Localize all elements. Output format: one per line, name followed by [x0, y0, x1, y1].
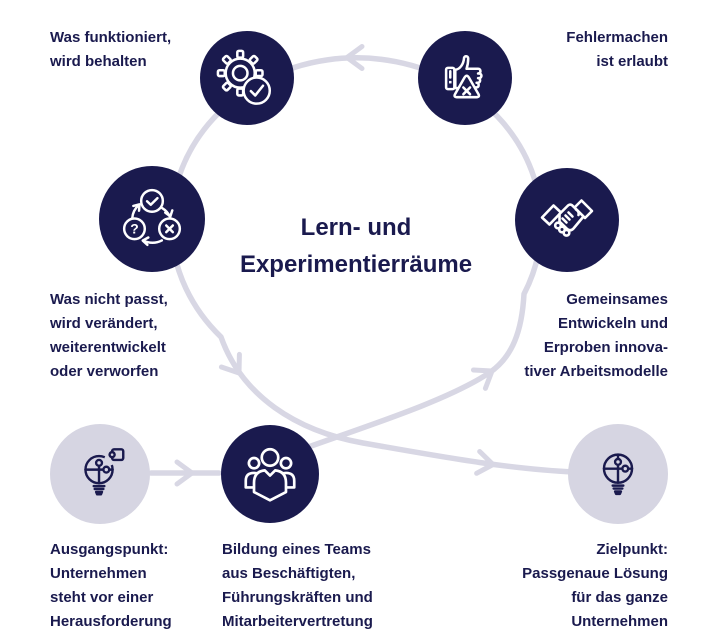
arrow-goal-icon [474, 449, 496, 476]
cycle-check-question-x-icon: ? [122, 188, 182, 247]
label-bottom-left: Ausgangspunkt: Unternehmen steht vor ein… [50, 538, 172, 634]
label-line: Erproben innova- [543, 339, 668, 356]
thumbs-up-warning-icon [444, 54, 483, 99]
label-top-right: Fehlermachen ist erlaubt [566, 26, 668, 74]
label-line: Entwickeln und [557, 315, 668, 332]
label-mid-left: Was nicht passt, wird verändert, weitere… [50, 288, 168, 384]
label-line: Führungskräften und [222, 589, 373, 606]
puzzle-bulb-incomplete-icon [84, 448, 125, 496]
label-bottom-right: Zielpunkt: Passgenaue Lösung für das gan… [522, 538, 668, 634]
label-line: Gemeinsames [566, 291, 668, 308]
node-goal-idea [568, 424, 668, 524]
arrow-exit-loop-icon [218, 351, 242, 376]
gear-check-icon [216, 49, 272, 105]
label-line: Mitarbeitervertretung [222, 613, 373, 630]
question-mark-glyph: ? [130, 221, 139, 237]
handshake-icon [540, 199, 594, 237]
node-gear-check [200, 31, 294, 125]
main-loop-path [168, 55, 577, 475]
title-line-1: Lern- und [300, 214, 412, 241]
label-line: weiterentwickelt [50, 339, 166, 356]
label-top-left: Was funktioniert, wird behalten [50, 26, 171, 74]
label-line: Fehlermachen [566, 29, 668, 46]
label-line: Bildung eines Teams [222, 541, 371, 558]
label-line: für das ganze [571, 589, 668, 606]
label-mid-right: Gemeinsames Entwickeln und Erproben inno… [524, 288, 668, 384]
label-line: Ausgangspunkt: [50, 541, 169, 558]
label-line: wird behalten [50, 53, 147, 70]
node-start-idea [50, 424, 150, 524]
arrow-enter-loop-icon [470, 367, 495, 391]
label-line: steht vor einer [50, 589, 154, 606]
arrow-start-icon [174, 459, 195, 487]
label-line: Was nicht passt, [50, 291, 168, 308]
diagram-title: Lern- und Experimentierräume [176, 209, 536, 283]
node-cycle-evaluate: ? [99, 166, 205, 272]
label-line: oder verworfen [50, 363, 159, 380]
label-line: Zielpunkt: [596, 541, 668, 558]
puzzle-bulb-complete-icon [602, 453, 634, 496]
label-bottom-center: Bildung eines Teams aus Beschäftigten, F… [222, 538, 373, 634]
label-line: aus Beschäftigten, [222, 565, 356, 582]
node-handshake [515, 168, 619, 272]
label-line: Passgenaue Lösung [522, 565, 668, 582]
label-line: wird verändert, [50, 315, 158, 332]
team-people-icon [244, 447, 296, 502]
label-line: Herausforderung [50, 613, 172, 630]
node-team [221, 425, 319, 523]
label-line: Was funktioniert, [50, 29, 172, 46]
label-line: Unternehmen [571, 613, 668, 630]
arrow-top-icon [344, 44, 365, 71]
label-line: ist erlaubt [596, 53, 668, 70]
label-line: Unternehmen [50, 565, 147, 582]
title-line-2: Experimentierräume [239, 251, 473, 278]
label-line: tiver Arbeitsmodelle [524, 363, 668, 380]
node-thumbs-warning [418, 31, 512, 125]
